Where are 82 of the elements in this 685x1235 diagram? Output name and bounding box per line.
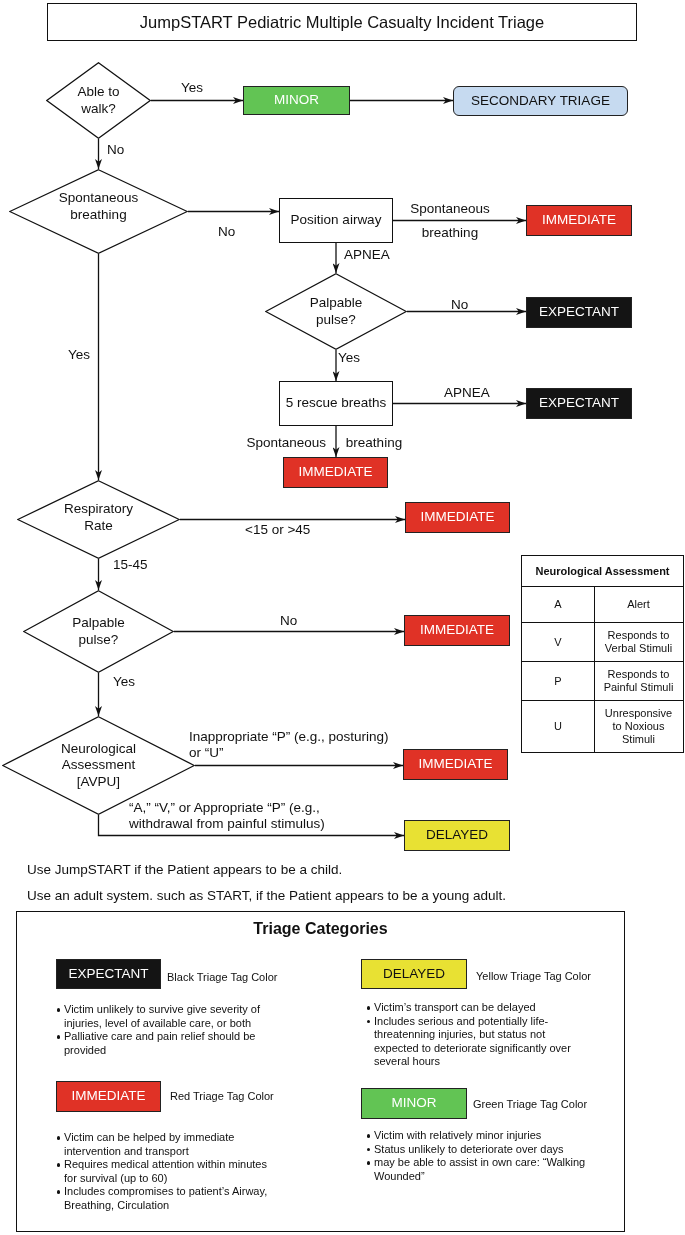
- edge-label: No: [451, 297, 469, 313]
- bullet-point: Includes serious and potentially life-threatenning injuries, but status not expected to deteriorate significantly over several hours: [366, 1014, 588, 1069]
- avpu-description: Responds to Painful Stimuli: [602, 668, 675, 694]
- arrow: [194, 762, 404, 769]
- arrow: [173, 628, 405, 635]
- arrow: [406, 308, 527, 315]
- edge-label: Spontaneous breathing: [246, 435, 403, 451]
- note-text: Use an adult system. such as START, if the Patient appears to be a young adult.: [27, 888, 507, 904]
- edge-label: Yes: [181, 80, 204, 96]
- tag-caption: Green Triage Tag Color: [473, 1097, 588, 1111]
- panel-heading: Triage Categories: [253, 919, 388, 939]
- triage-tag: IMMEDIATE: [526, 205, 632, 236]
- avpu-letter: U: [554, 720, 562, 733]
- bullet-point: Victim unlikely to survive give severity of injuries, level of available care, or both: [56, 1003, 278, 1030]
- triage-tag: EXPECTANT: [526, 297, 632, 328]
- decision-diamond: Palpable pulse?: [265, 273, 407, 350]
- decision-diamond: Respiratory Rate: [17, 480, 180, 559]
- process-box: 5 rescue breaths: [279, 381, 393, 426]
- process-box: Position airway: [279, 198, 393, 243]
- diagram-title: JumpSTART Pediatric Multiple Casualty Incident Triage: [47, 3, 637, 41]
- triage-tag: MINOR: [361, 1088, 467, 1119]
- avpu-letter: P: [554, 674, 562, 688]
- triage-tag: MINOR: [243, 86, 350, 115]
- edge-label: 15-45: [113, 557, 148, 573]
- triage-tag: DELAYED: [404, 820, 510, 851]
- bullet-point: Includes compromises to patient’s Airway, Breathing, Circulation: [56, 1185, 278, 1212]
- arrow: [332, 349, 340, 382]
- triage-tag: DELAYED: [361, 959, 467, 989]
- triage-tag: IMMEDIATE: [405, 502, 510, 533]
- bullet-point: Victim’s transport can be delayed: [366, 1001, 588, 1015]
- avpu-letter: V: [554, 635, 562, 649]
- arrow: [97, 814, 405, 839]
- arrow: [95, 138, 102, 170]
- arrow: [95, 672, 102, 717]
- tag-caption: Yellow Triage Tag Color: [476, 969, 591, 983]
- rounded-box: SECONDARY TRIAGE: [453, 86, 628, 116]
- triage-tag: EXPECTANT: [526, 388, 632, 419]
- edge-label: Yes: [113, 674, 136, 690]
- bullet-point: Status unlikely to deteriorate over days: [366, 1142, 588, 1156]
- arrow: [179, 516, 406, 523]
- avpu-description: Responds to Verbal Stimuli: [603, 629, 674, 655]
- edge-label: <15 or >45: [245, 522, 311, 538]
- arrow: [392, 400, 527, 407]
- table-heading: Neurological Assessment: [535, 564, 670, 578]
- decision-diamond: Spontaneous breathing: [9, 169, 188, 254]
- edge-label: Yes: [68, 347, 91, 363]
- decision-diamond: Able to walk?: [46, 62, 151, 139]
- bullet-point: may be able to assist in own care: “Walking Wounded”: [366, 1156, 588, 1183]
- triage-tag: EXPECTANT: [56, 959, 161, 989]
- edge-label: No: [107, 142, 125, 158]
- triage-tag: IMMEDIATE: [56, 1081, 161, 1112]
- edge-label: Yes: [338, 350, 361, 366]
- tag-caption: Red Triage Tag Color: [170, 1089, 274, 1103]
- bullet-point: Requires medical attention within minutes for survival (up to 60): [56, 1158, 278, 1185]
- arrow: [332, 425, 340, 458]
- arrow: [392, 217, 527, 224]
- edge-label: No: [280, 613, 298, 629]
- arrow: [187, 208, 280, 215]
- arrow: [332, 242, 340, 274]
- triage-tag: IMMEDIATE: [404, 615, 510, 646]
- edge-label: APNEA: [444, 385, 490, 401]
- arrow: [95, 253, 102, 481]
- avpu-description: Alert: [627, 598, 650, 611]
- edge-label: APNEA: [344, 247, 390, 263]
- bullet-point: Victim with relatively minor injuries: [366, 1129, 588, 1143]
- edge-label: No: [218, 224, 236, 240]
- arrow: [150, 97, 244, 104]
- triage-tag: IMMEDIATE: [403, 749, 508, 780]
- arrow: [95, 558, 102, 591]
- edge-label: “A,” “V,” or Appropriate “P” (e.g., withdrawal from painful stimulus): [129, 800, 326, 832]
- bullet-point: Victim can be helped by immediate intervention and transport: [56, 1131, 278, 1158]
- note-text: Use JumpSTART if the Patient appears to be a child.: [27, 862, 343, 878]
- arrow: [349, 97, 454, 104]
- decision-diamond: Palpable pulse?: [23, 590, 174, 673]
- edge-label: Inappropriate “P” (e.g., posturing) or “U”: [189, 729, 390, 761]
- avpu-description: Unresponsive to Noxious Stimuli: [603, 707, 674, 746]
- avpu-letter: A: [554, 598, 562, 611]
- tag-caption: Black Triage Tag Color: [167, 970, 278, 984]
- edge-label: Spontaneous breathing: [409, 199, 491, 242]
- bullet-point: Palliative care and pain relief should be provided: [56, 1030, 278, 1057]
- categories-panel: [16, 911, 625, 1232]
- triage-tag: IMMEDIATE: [283, 457, 388, 488]
